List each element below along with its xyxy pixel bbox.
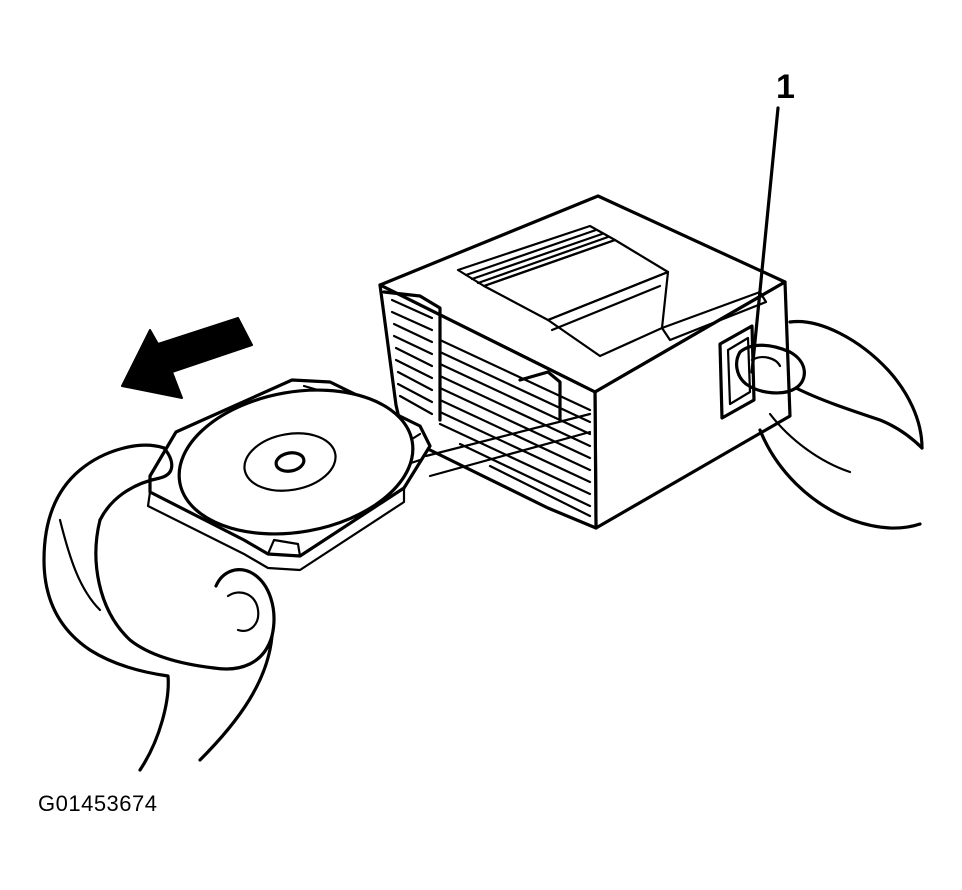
tray-guide-lines bbox=[424, 412, 592, 478]
release-button bbox=[718, 324, 756, 420]
magazine-top-label bbox=[456, 224, 768, 358]
compact-disc bbox=[177, 388, 415, 536]
magazine-tray-slots bbox=[382, 290, 592, 518]
arrow-left-icon bbox=[121, 317, 253, 399]
callout-leader bbox=[750, 106, 780, 374]
cd-magazine bbox=[378, 194, 792, 530]
right-hand bbox=[735, 319, 924, 530]
callout-number: 1 bbox=[776, 68, 795, 106]
figure-code: G01453674 bbox=[38, 791, 158, 816]
left-hand bbox=[42, 443, 276, 772]
